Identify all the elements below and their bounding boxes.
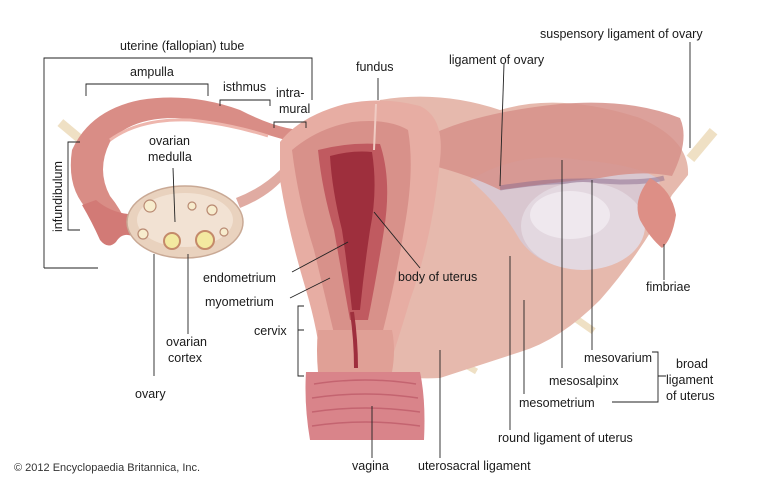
- label-myometrium: myometrium: [205, 295, 274, 309]
- left-fimbriae: [82, 200, 135, 246]
- left-tube-highlight: [109, 118, 269, 142]
- label-ligament-of-ovary: ligament of ovary: [449, 53, 545, 67]
- body-of-uterus-leader: [373, 211, 421, 269]
- uterus-midline: [373, 103, 377, 151]
- label-uterine-tube: uterine (fallopian) tube: [120, 39, 244, 53]
- label-suspensory-ligament: suspensory ligament of ovary: [540, 27, 703, 41]
- broad-ligament-bracket: [612, 351, 666, 403]
- label-ovarian-medulla-1: ovarian: [149, 134, 190, 148]
- label-round-ligament: round ligament of uterus: [498, 431, 633, 445]
- uterine-cavity: [330, 151, 375, 310]
- label-mesovarium: mesovarium: [584, 351, 652, 365]
- label-ovarian-medulla-2: medulla: [148, 150, 192, 164]
- label-ovarian-cortex-1: ovarian: [166, 335, 207, 349]
- right-ligament-stub: [686, 127, 718, 163]
- label-fundus: fundus: [356, 60, 394, 74]
- uterine-tube-bracket: [43, 57, 313, 268]
- intramural-bracket: [273, 121, 307, 128]
- right-ovary-highlight: [530, 191, 610, 239]
- label-broad-ligament-2: ligament: [666, 373, 714, 387]
- myometrium-leader: [289, 277, 331, 299]
- uterus-illustration: [57, 96, 718, 440]
- leader-lines: [43, 42, 691, 458]
- infundibulum-bracket: [67, 141, 80, 231]
- label-infundibulum: infundibulum: [51, 161, 65, 232]
- label-broad-ligament-1: broad: [676, 357, 708, 371]
- label-ovary: ovary: [135, 387, 166, 401]
- ampulla-bracket: [85, 83, 209, 96]
- follicle: [163, 232, 181, 250]
- follicle: [143, 199, 157, 213]
- vagina-folds: [311, 379, 421, 427]
- isthmus-bracket: [219, 99, 271, 106]
- label-cervix: cervix: [254, 324, 287, 338]
- follicle: [137, 228, 149, 240]
- label-mesosalpinx: mesosalpinx: [549, 374, 619, 388]
- label-ovarian-cortex-2: cortex: [168, 351, 203, 365]
- label-body-of-uterus: body of uterus: [398, 270, 477, 284]
- left-ovarian-ligament: [236, 170, 286, 208]
- label-ampulla: ampulla: [130, 65, 174, 79]
- cervix-bracket: [297, 305, 304, 377]
- cervical-canal: [350, 311, 358, 369]
- label-fimbriae: fimbriae: [646, 280, 691, 294]
- follicle: [195, 230, 215, 250]
- right-fimbriae: [637, 178, 676, 248]
- label-endometrium: endometrium: [203, 271, 276, 285]
- label-mesometrium: mesometrium: [519, 396, 595, 410]
- right-uterine-tube: [430, 102, 684, 190]
- endometrium-leader: [291, 241, 349, 273]
- label-broad-ligament-3: of uterus: [666, 389, 715, 403]
- label-intramural-1: intra-: [276, 86, 304, 100]
- label-uterosacral-ligament: uterosacral ligament: [418, 459, 531, 473]
- labels: uterine (fallopian) tube ampulla isthmus…: [14, 27, 715, 474]
- follicle: [219, 227, 229, 237]
- label-isthmus: isthmus: [223, 80, 266, 94]
- ligament-of-ovary-leader: [499, 63, 505, 187]
- follicle: [187, 201, 197, 211]
- ovarian-medulla-leader: [172, 167, 176, 223]
- label-intramural-2: mural: [279, 102, 310, 116]
- copyright-text: © 2012 Encyclopaedia Britannica, Inc.: [14, 462, 200, 474]
- follicle: [206, 204, 218, 216]
- label-vagina: vagina: [352, 459, 389, 473]
